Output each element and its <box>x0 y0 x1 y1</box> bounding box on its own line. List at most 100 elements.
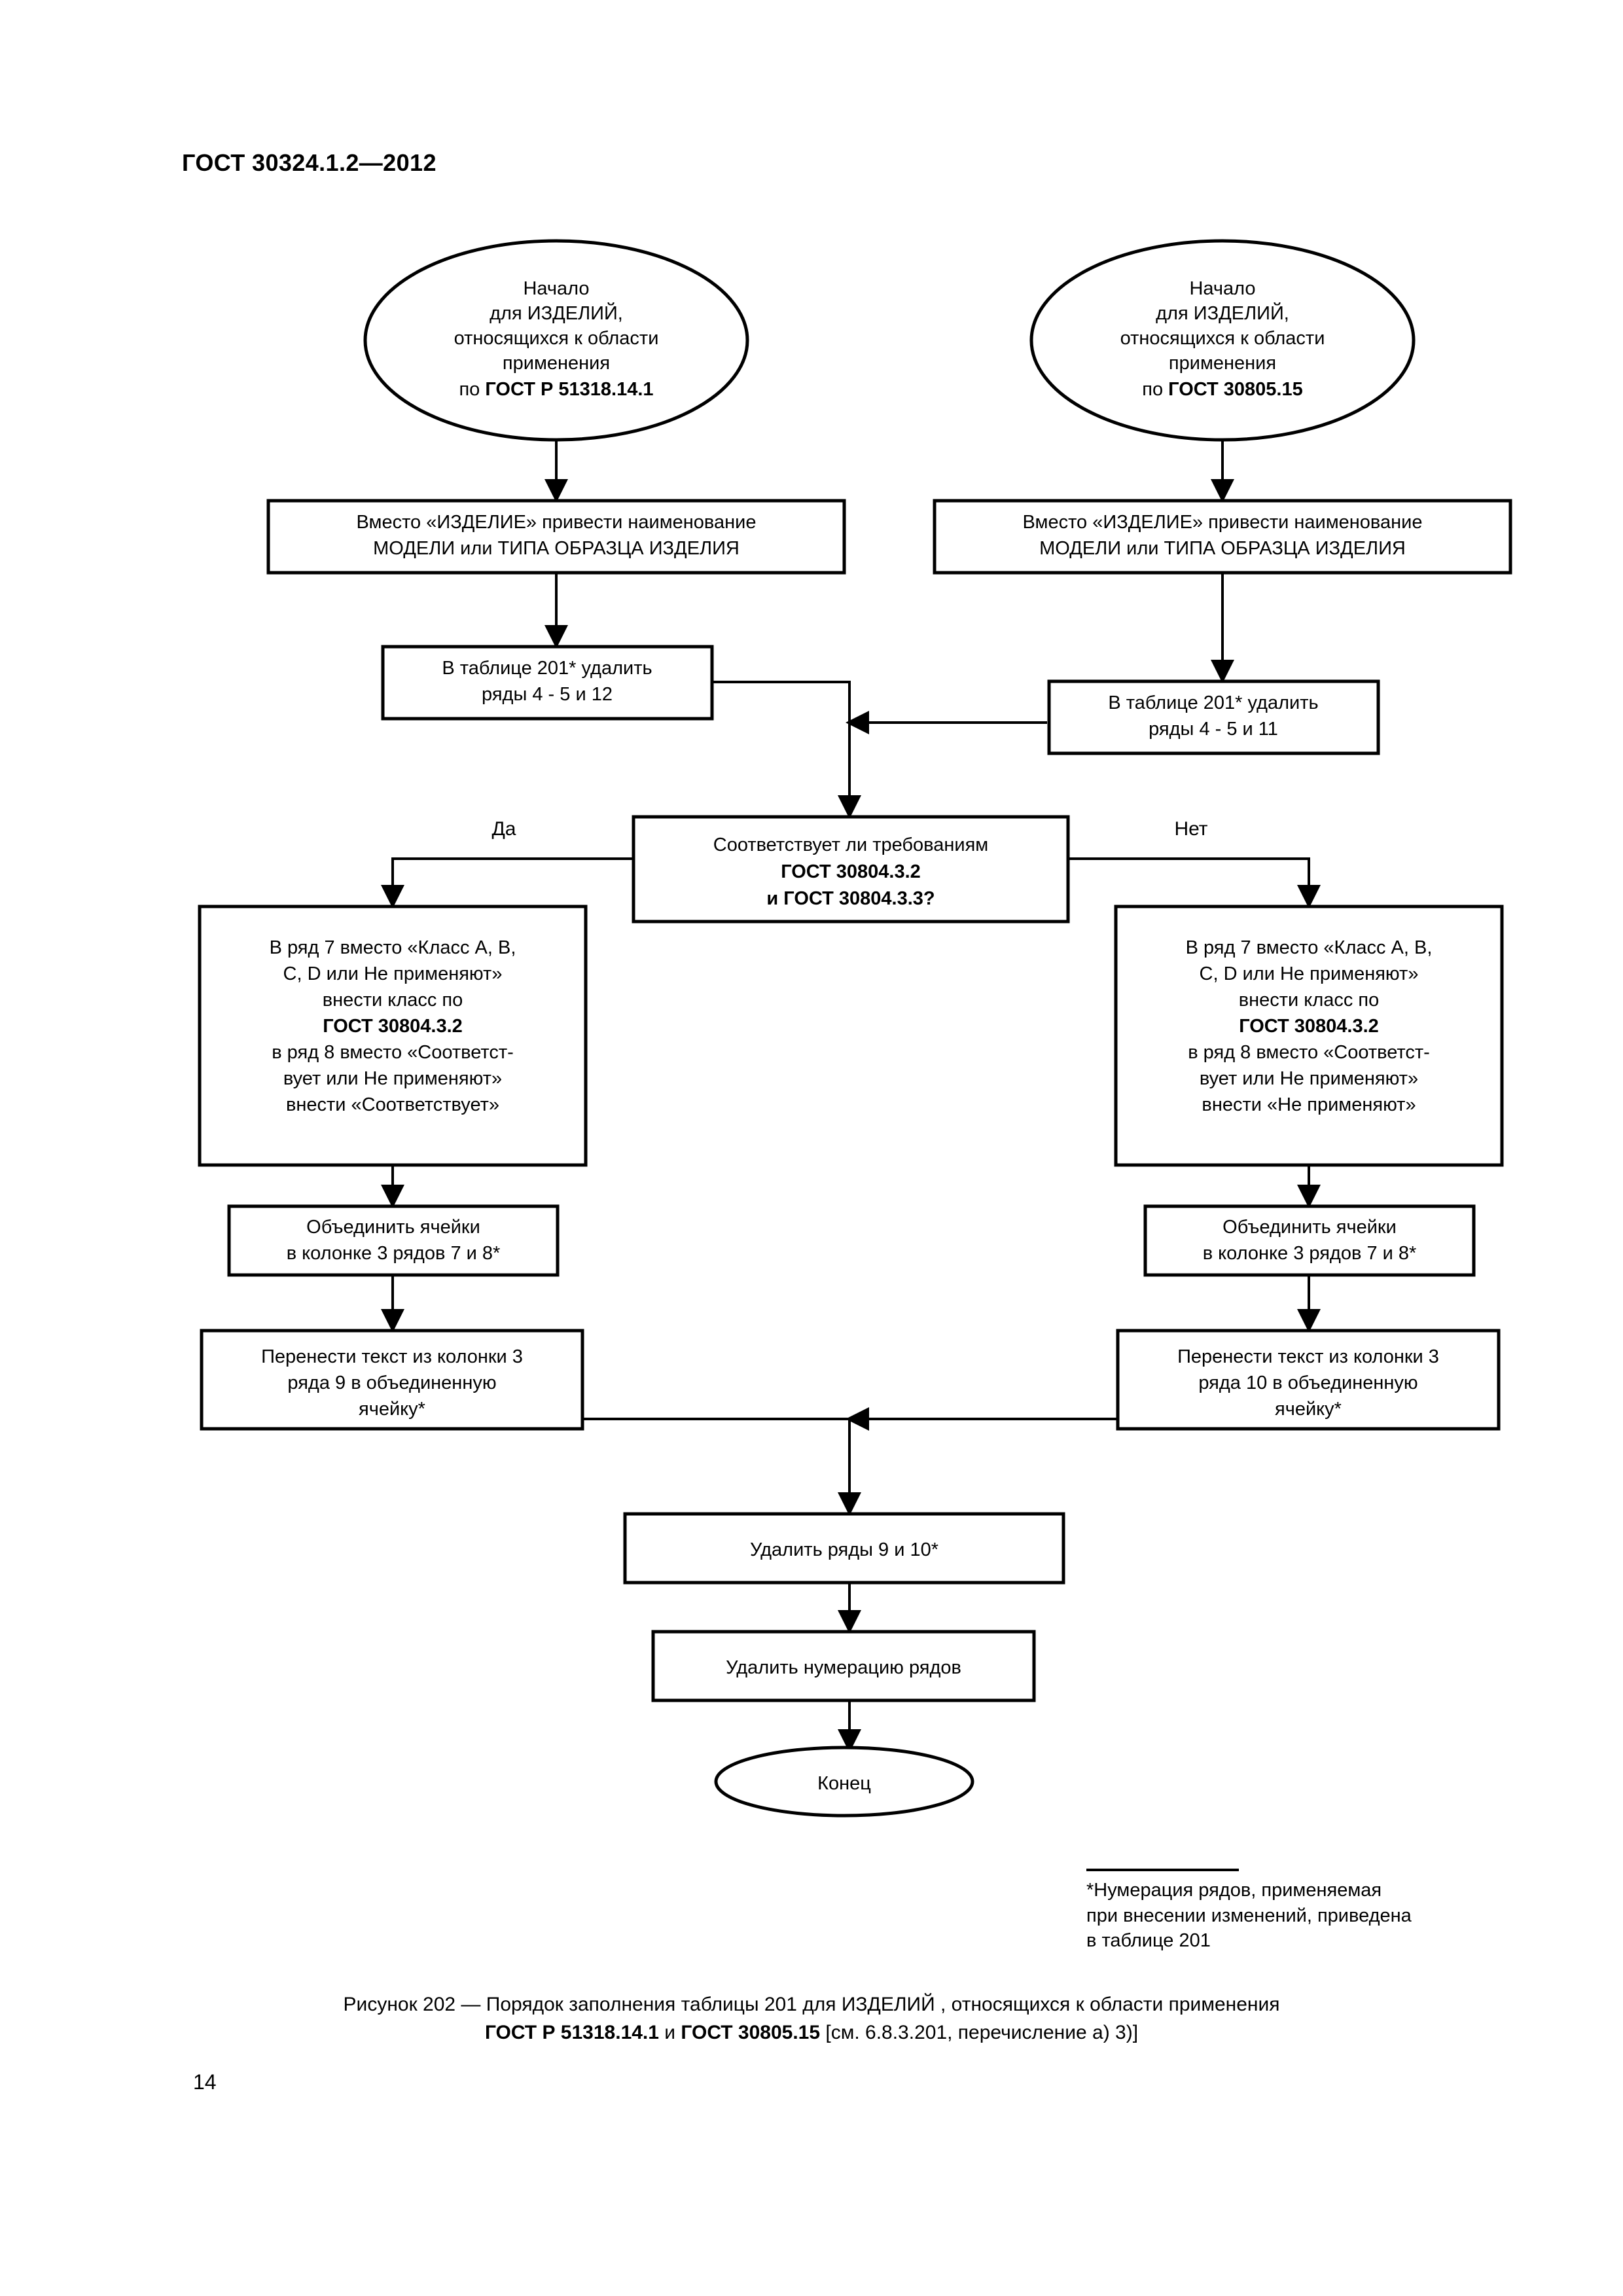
document-header-standard-code: ГОСТ 30324.1.2—2012 <box>182 149 437 176</box>
class-left-line-3: внести класс по <box>323 990 463 1011</box>
connector-decision-no <box>1068 857 1321 908</box>
decision-rect-shape <box>632 815 1070 924</box>
node-delete-rows[interactable]: Удалить ряды 9 и 10* <box>623 1512 1065 1585</box>
merge-right-line-2: в колонке 3 рядов 7 и 8* <box>1203 1243 1417 1264</box>
node-start-right[interactable]: Начало для ИЗДЕЛИЙ, относящихся к област… <box>1029 239 1416 442</box>
connector-transfer-left-to-delete-rows <box>582 1418 861 1516</box>
node-decision[interactable]: Соответствует ли требованиям ГОСТ 30804.… <box>632 815 1070 924</box>
transfer-left-rect-shape <box>200 1329 584 1431</box>
end-ellipse-shape <box>714 1746 974 1818</box>
start-right-ellipse-shape <box>1029 239 1416 442</box>
replace-left-line-1: Вместо «ИЗДЕЛИЕ» привести наименование <box>357 512 757 533</box>
decision-line-3: и ГОСТ 30804.3.3? <box>766 888 935 909</box>
node-start-left[interactable]: Начало для ИЗДЕЛИЙ, относящихся к област… <box>363 239 749 442</box>
replace-left-line-2: МОДЕЛИ или ТИПА ОБРАЗЦА ИЗДЕЛИЯ <box>373 538 740 559</box>
class-right-line-6: вует или Не применяют» <box>1200 1068 1418 1089</box>
table-right-line-1: В таблице 201* удалить <box>1108 692 1318 713</box>
figure-caption-line-2: ГОСТ Р 51318.14.1 и ГОСТ 30805.15 [см. 6… <box>0 2019 1623 2047</box>
connector-table-left-to-decision <box>712 681 861 819</box>
class-left-line-7: внести «Соответствует» <box>286 1094 499 1115</box>
class-left-line-6: вует или Не применяют» <box>283 1068 502 1089</box>
decision-line-1: Соответствует ли требованиям <box>713 834 988 855</box>
merge-right-line-1: Объединить ячейки <box>1222 1217 1397 1238</box>
start-left-line-1: Начало <box>523 278 589 299</box>
start-right-prefix: по <box>1142 379 1168 400</box>
table-left-line-2: ряды 4 - 5 и 12 <box>482 684 613 705</box>
start-left-line-5: по ГОСТ Р 51318.14.1 <box>459 379 653 400</box>
decision-line-2: ГОСТ 30804.3.2 <box>781 861 921 882</box>
replace-right-line-2: МОДЕЛИ или ТИПА ОБРАЗЦА ИЗДЕЛИЯ <box>1039 538 1406 559</box>
node-transfer-left[interactable]: Перенести текст из колонки 3 ряда 9 в об… <box>200 1329 584 1431</box>
footnote-line-2: при внесении изменений, приведена <box>1086 1905 1412 1926</box>
merge-right-rect-shape <box>1143 1204 1476 1277</box>
class-left-line-1: В ряд 7 вместо «Класс A, B, <box>270 937 516 958</box>
node-merge-right[interactable]: Объединить ячейки в колонке 3 рядов 7 и … <box>1143 1204 1476 1277</box>
node-replace-left[interactable]: Вместо «ИЗДЕЛИЕ» привести наименование М… <box>266 499 846 575</box>
node-table-left[interactable]: В таблице 201* удалить ряды 4 - 5 и 12 <box>381 645 714 721</box>
branch-label-yes: Да <box>491 818 516 840</box>
figure-caption-reference: [см. 6.8.3.201, перечисление а) 3)] <box>820 2021 1139 2043</box>
node-transfer-right[interactable]: Перенести текст из колонки 3 ряда 10 в о… <box>1116 1329 1501 1431</box>
class-left-rect-shape <box>198 905 588 1167</box>
class-right-line-7: внести «Не применяют» <box>1202 1094 1416 1115</box>
transfer-left-line-2: ряда 9 в объединенную <box>287 1372 496 1393</box>
start-left-line-4: применения <box>503 353 610 374</box>
class-right-line-5: в ряд 8 вместо «Соответст- <box>1188 1042 1430 1063</box>
figure-caption-conjunction: и <box>658 2021 681 2043</box>
footnote-line-1: *Нумерация рядов, применяемая <box>1086 1880 1382 1901</box>
node-table-right[interactable]: В таблице 201* удалить ряды 4 - 5 и 11 <box>1047 679 1380 755</box>
delete-numbering-rect-shape <box>651 1630 1036 1702</box>
class-left-line-4: ГОСТ 30804.3.2 <box>323 1016 463 1037</box>
transfer-left-line-3: ячейку* <box>359 1399 425 1420</box>
connector-decision-yes <box>381 857 633 908</box>
transfer-right-line-3: ячейку* <box>1275 1399 1342 1420</box>
merge-left-line-1: Объединить ячейки <box>306 1217 480 1238</box>
start-right-line-5: по ГОСТ 30805.15 <box>1142 379 1302 400</box>
class-right-line-2: C, D или Не применяют» <box>1200 963 1419 984</box>
transfer-right-rect-shape <box>1116 1329 1501 1431</box>
page-number: 14 <box>193 2070 217 2094</box>
transfer-right-line-2: ряда 10 в объединенную <box>1198 1372 1418 1393</box>
replace-right-rect-shape <box>933 499 1512 575</box>
replace-right-line-1: Вместо «ИЗДЕЛИЕ» привести наименование <box>1023 512 1423 533</box>
footnote-rule <box>1086 1869 1239 1871</box>
table-right-rect-shape <box>1047 679 1380 755</box>
node-end[interactable]: Конец <box>714 1746 974 1818</box>
connector-layer <box>381 439 1321 1753</box>
start-right-line-4: применения <box>1169 353 1276 374</box>
start-left-prefix: по <box>459 379 485 400</box>
node-class-right[interactable]: В ряд 7 вместо «Класс A, B, C, D или Не … <box>1114 905 1504 1167</box>
figure-caption-standard-1: ГОСТ Р 51318.14.1 <box>484 2021 659 2043</box>
figure-caption-standard-2: ГОСТ 30805.15 <box>681 2021 821 2043</box>
class-right-line-4: ГОСТ 30804.3.2 <box>1239 1016 1379 1037</box>
start-left-ellipse-shape <box>363 239 749 442</box>
start-left-line-2: для ИЗДЕЛИЙ, <box>490 302 623 324</box>
transfer-right-line-1: Перенести текст из колонки 3 <box>1177 1346 1439 1367</box>
delete-rows-line-1: Удалить ряды 9 и 10* <box>750 1539 938 1560</box>
node-replace-right[interactable]: Вместо «ИЗДЕЛИЕ» привести наименование М… <box>933 499 1512 575</box>
figure-caption: Рисунок 202 — Порядок заполнения таблицы… <box>0 1991 1623 2047</box>
node-class-left[interactable]: В ряд 7 вместо «Класс A, B, C, D или Не … <box>198 905 588 1167</box>
delete-numbering-line-1: Удалить нумерацию рядов <box>726 1657 961 1678</box>
replace-left-rect-shape <box>266 499 846 575</box>
table-left-line-1: В таблице 201* удалить <box>442 658 652 679</box>
start-left-standard: ГОСТ Р 51318.14.1 <box>485 379 653 400</box>
footnote-block: *Нумерация рядов, применяемая при внесен… <box>1086 1869 1505 1954</box>
end-line-1: Конец <box>817 1773 871 1794</box>
class-left-line-2: C, D или Не применяют» <box>283 963 503 984</box>
node-merge-left[interactable]: Объединить ячейки в колонке 3 рядов 7 и … <box>227 1204 560 1277</box>
table-left-rect-shape <box>381 645 714 721</box>
delete-rows-rect-shape <box>623 1512 1065 1585</box>
start-left-line-3: относящихся к области <box>454 328 659 349</box>
node-delete-numbering[interactable]: Удалить нумерацию рядов <box>651 1630 1036 1702</box>
class-right-line-1: В ряд 7 вместо «Класс A, B, <box>1186 937 1433 958</box>
figure-caption-line-1: Рисунок 202 — Порядок заполнения таблицы… <box>343 1994 1280 2015</box>
merge-left-line-2: в колонке 3 рядов 7 и 8* <box>287 1243 501 1264</box>
branch-label-no: Нет <box>1174 818 1207 840</box>
transfer-left-line-1: Перенести текст из колонки 3 <box>261 1346 523 1367</box>
start-right-line-2: для ИЗДЕЛИЙ, <box>1156 302 1289 324</box>
class-right-line-3: внести класс по <box>1239 990 1380 1011</box>
table-right-line-2: ряды 4 - 5 и 11 <box>1149 719 1278 740</box>
